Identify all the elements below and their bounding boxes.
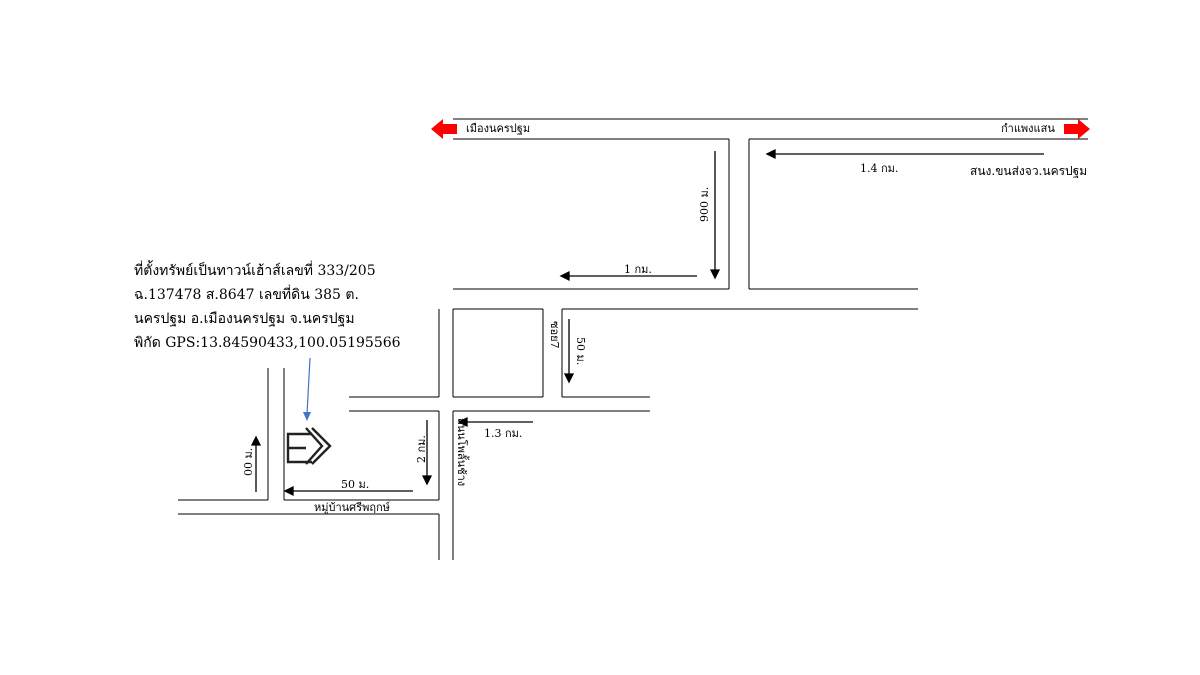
distance-900m-label: 900 ม. [698,186,711,222]
main-vertical-upper [438,309,454,397]
distance-50m-soi7-label: 50 ม. [574,337,587,366]
arrow-50m-soi7 [563,319,575,384]
property-info-gps: พิกัด GPS:13.84590433,100.05195566 [134,335,401,351]
destination-left-label: เมืองนครปฐม [466,122,531,135]
property-info-line-2: ฉ.137478 ส.8647 เลขที่ดิน 385 ต. [134,287,359,303]
distance-50m-bottom-label: 50 ม. [341,478,370,491]
cross-road [349,396,650,412]
property-info-line-3: นครปฐม อ.เมืองนครปฐม จ.นครปฐม [134,311,355,327]
property-logo-icon [286,427,332,465]
distance-2km-label: 2 กม. [415,435,428,463]
main-road-name-label: ถนนโพลั้นช้าง [455,418,468,487]
vertical-road-900 [728,139,750,289]
distance-1km-label: 1 กม. [624,263,652,276]
main-road-top [453,118,1088,140]
soi7-label: ซอย7 [548,321,561,349]
destination-right-label: กำแพงแสน [1001,122,1055,135]
arrow-00m [250,435,262,492]
red-arrow-right-icon [1064,119,1090,139]
pointer-arrow [303,357,311,421]
property-info-line-1: ที่ตั้งทรัพย์เป็นทาวน์เฮ้าส์เลขที่ 333/2… [134,263,376,279]
arrow-50m-bottom [283,485,413,497]
soi7-road [453,309,650,398]
main-vertical-road [438,411,454,560]
left-vertical-road [267,368,285,500]
arrow-2km [421,420,433,486]
arrow-1-4km [765,148,1044,160]
distance-1-3km-label: 1.3 กม. [484,427,523,440]
distance-00m-label: 00 ม. [242,447,255,476]
arrow-1-3km [457,416,533,428]
red-arrow-left-icon [431,119,457,139]
arrow-900m [709,151,721,280]
landmark-label: สนง.ขนส่งจว.นครปฐม [970,164,1088,178]
village-road-label: หมู่บ้านศรีพฤกษ์ [314,501,390,514]
middle-road [453,288,918,310]
distance-1-4km-label: 1.4 กม. [860,162,899,175]
arrow-1km [559,270,697,282]
village-road [178,499,439,515]
